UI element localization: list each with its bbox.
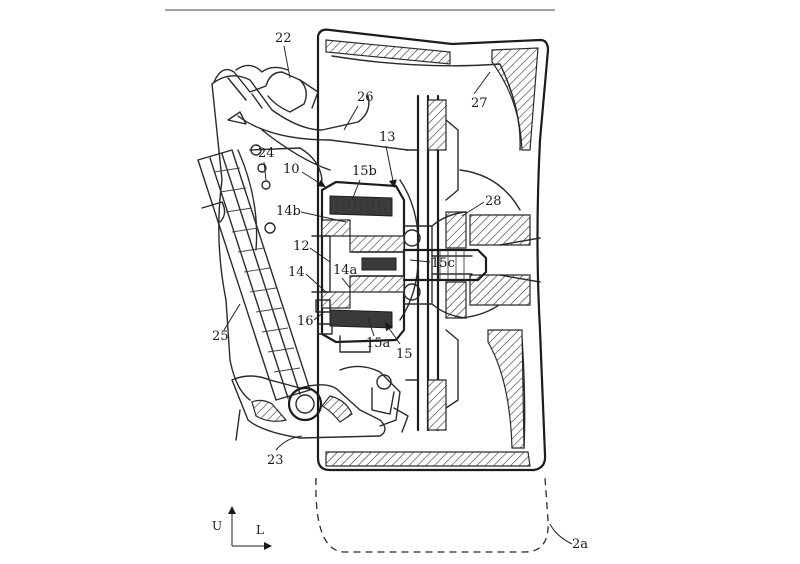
brake-disc (399, 94, 459, 432)
label-12: 12 (293, 239, 310, 254)
tire-outline (315, 477, 549, 553)
label-15: 15 (396, 347, 413, 362)
label-13: 13 (379, 130, 396, 145)
reduction-gear (349, 225, 433, 305)
label-15a: 15a (366, 336, 391, 351)
label-14b: 14b (276, 204, 301, 219)
axis-left-label: L (256, 523, 264, 537)
axis-up-label: U (212, 519, 222, 533)
label-27: 27 (471, 96, 488, 111)
strut-shock-absorber (197, 149, 311, 401)
upper-arm (213, 64, 319, 113)
label-16: 16 (297, 314, 314, 329)
wheel-rim (316, 28, 550, 472)
label-23: 23 (267, 453, 284, 468)
label-14a: 14a (333, 263, 358, 278)
label-25: 25 (212, 329, 229, 344)
motor-housing (311, 180, 406, 353)
label-26: 26 (357, 90, 374, 105)
reference-labels: 22 26 13 27 10 24 15b 14b 28 12 14a 15c … (212, 31, 588, 552)
label-15c: 15c (431, 256, 455, 271)
hub-and-axle (402, 211, 488, 319)
label-14: 14 (288, 265, 305, 280)
label-15b: 15b (352, 164, 377, 179)
label-24: 24 (258, 146, 275, 161)
label-2a: 2a (572, 537, 588, 552)
lower-arm (231, 365, 409, 441)
label-28: 28 (485, 194, 502, 209)
label-10: 10 (283, 162, 300, 177)
label-22: 22 (275, 31, 292, 46)
orientation-axes: U L (212, 506, 272, 550)
